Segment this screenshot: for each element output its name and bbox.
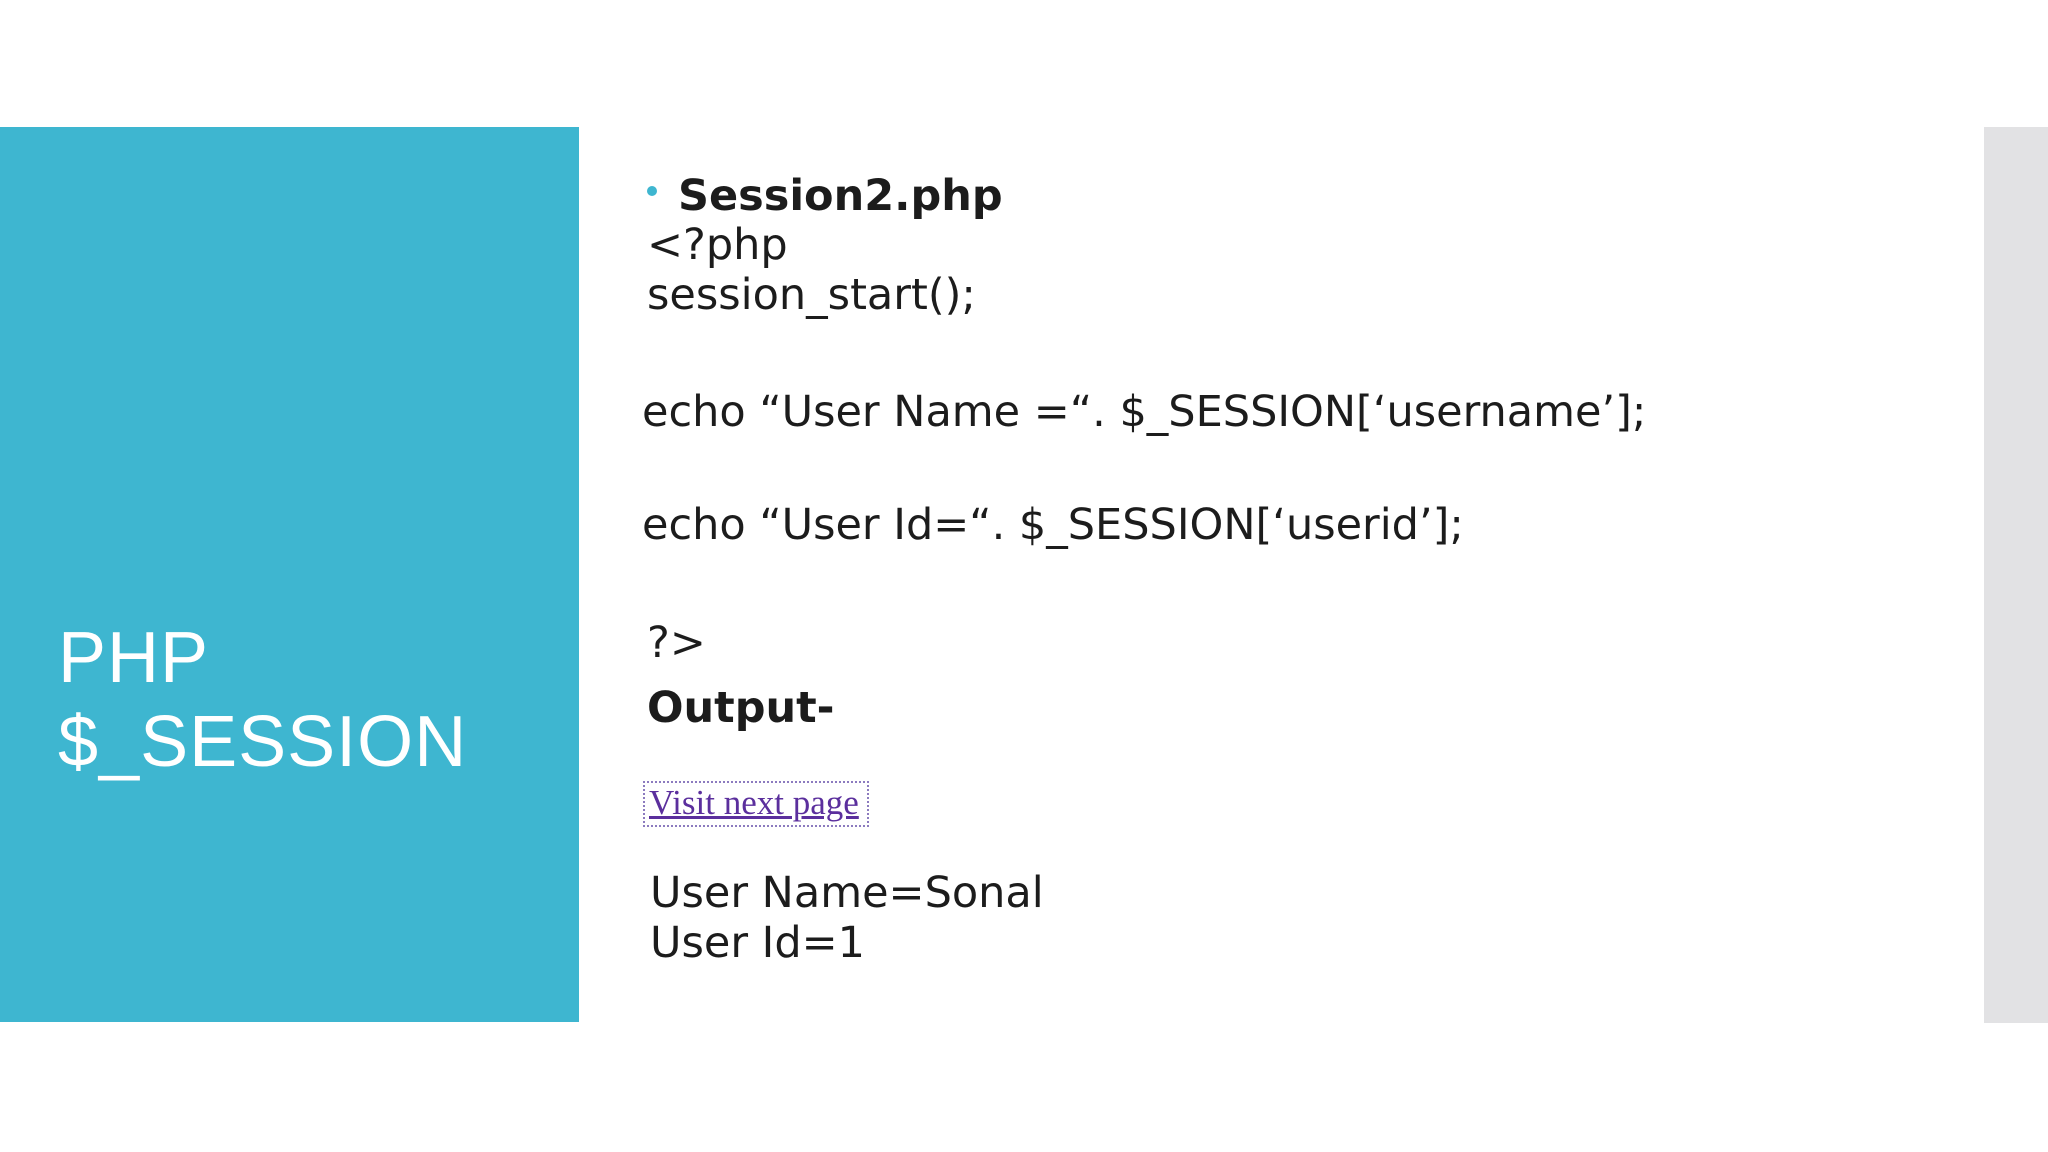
slide-title-line1: PHP — [58, 618, 210, 698]
bullet-icon — [647, 186, 657, 196]
code-line-echo-userid: echo “User Id=“. $_SESSION[‘userid’]; — [642, 500, 1464, 550]
output-result-userid: User Id=1 — [650, 918, 866, 968]
code-line-session-start: session_start(); — [647, 270, 976, 320]
right-margin-strip — [1984, 127, 2048, 1023]
code-line-php-close: ?> — [647, 618, 706, 668]
output-result-username: User Name=Sonal — [650, 868, 1044, 918]
file-name-heading: Session2.php — [678, 171, 1003, 221]
code-line-echo-username: echo “User Name =“. $_SESSION[‘username’… — [642, 387, 1647, 437]
code-line-php-open: <?php — [647, 220, 788, 270]
output-heading: Output- — [647, 683, 835, 733]
slide-title-line2: $_SESSION — [58, 702, 468, 782]
visit-next-page-link[interactable]: Visit next page — [643, 781, 869, 827]
slide-title: PHP$_SESSION — [58, 616, 467, 784]
title-sidebar: PHP$_SESSION — [0, 127, 579, 1022]
